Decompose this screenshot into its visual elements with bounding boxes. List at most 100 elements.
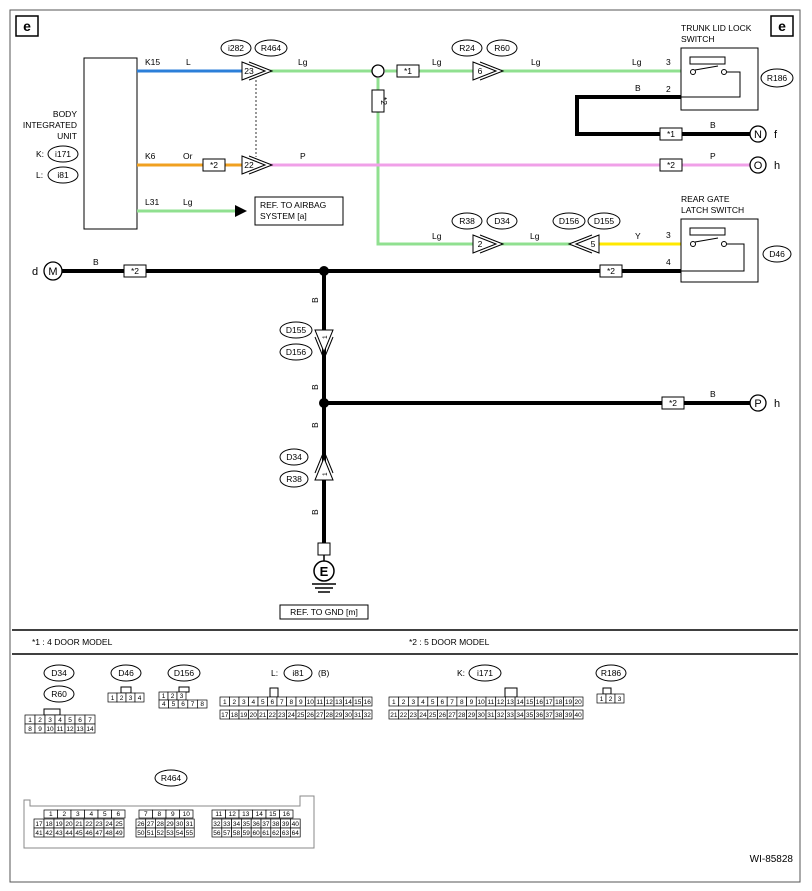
pin-number: 32 [364, 712, 372, 719]
pin-number: 24 [105, 821, 113, 828]
airbag-arrow-icon [235, 205, 247, 217]
svg-text:*2: *2 [607, 266, 615, 276]
tag-v-r38-label: R38 [286, 474, 302, 484]
pin-number: 1 [223, 699, 227, 706]
page-ref-left: e [15, 15, 39, 37]
pin-number: 8 [28, 726, 32, 733]
pin-number: 20 [575, 699, 583, 706]
pin-cell [111, 809, 126, 819]
pin-number: 55 [186, 830, 194, 837]
pinout-tag-d156-label: D156 [174, 668, 195, 678]
junction-dot-1 [319, 266, 329, 276]
pin-number: 2 [402, 699, 406, 706]
i171-key [504, 687, 518, 698]
pin-number: 25 [115, 821, 123, 828]
pin-number: 4 [89, 811, 93, 818]
star-box-1b: *1 [659, 127, 683, 141]
connector-arrow-5 [574, 234, 600, 254]
wire-label-vb1: B [310, 297, 320, 303]
rear-pin-4: 4 [666, 257, 671, 267]
pin-number: 44 [65, 830, 73, 837]
pin-number: 52 [157, 830, 165, 837]
r464-housing [23, 795, 315, 849]
connector-arrow-23-b [248, 61, 274, 81]
svg-text:*1: *1 [667, 129, 675, 139]
star-box-2d: *2 [599, 264, 623, 278]
body-unit-label-1: BODY [53, 109, 77, 119]
ground-connector-block [317, 542, 331, 556]
connector-arrow-v2 [314, 456, 334, 481]
k-connector-label: i171 [55, 149, 71, 159]
l-connector-tag [47, 166, 79, 184]
pin-cell [184, 827, 195, 838]
pin-cell [279, 809, 294, 819]
pin-number: 39 [565, 712, 573, 719]
wire-label-lg-d: Lg [632, 57, 642, 67]
pinout-i81-suffix: (B) [318, 668, 330, 678]
pin-number: 31 [354, 712, 362, 719]
pin-number: 28 [458, 712, 466, 719]
wire-label-vb2: B [310, 384, 320, 390]
wire-label-vb3: B [310, 422, 320, 428]
pin-number: 37 [262, 821, 270, 828]
pin-number: 17 [545, 699, 553, 706]
wire-label-vb4: B [310, 509, 320, 515]
terminal-h-top: O h [749, 156, 780, 174]
rear-switch-lever [694, 237, 719, 243]
pin-number: 7 [280, 699, 284, 706]
pin-cell [572, 696, 584, 707]
pin-number: 5 [172, 701, 176, 708]
airbag-ref-box [254, 196, 344, 226]
pinout-l-prefix: L: [271, 668, 278, 678]
junction-dot-2 [319, 398, 329, 408]
pin-number: 26 [439, 712, 447, 719]
pin-number: 15 [269, 811, 277, 818]
pin-number: 35 [243, 821, 251, 828]
pin-number: 48 [105, 830, 113, 837]
wire-lg-vertical [376, 78, 473, 246]
pin-number: 30 [176, 821, 184, 828]
rear-switch-internal [681, 243, 745, 272]
svg-text:N: N [754, 129, 762, 141]
i81-key [269, 687, 279, 698]
tag-d34 [486, 212, 518, 230]
wire-label-lg-l31: Lg [183, 197, 193, 207]
svg-text:*2: *2 [669, 398, 677, 408]
connector-arrow-6-b [479, 61, 505, 81]
r186-key [602, 687, 612, 695]
tag-r38-label: R38 [459, 216, 475, 226]
l-connector-label: i81 [57, 170, 69, 180]
pin-number: 63 [282, 830, 290, 837]
pin-v1-label: 1 [322, 335, 329, 339]
pin-number: 20 [250, 712, 258, 719]
tag-r38 [451, 212, 483, 230]
pin-number: 7 [450, 699, 454, 706]
pin-number: 47 [95, 830, 103, 837]
pin-number: 2 [120, 695, 124, 702]
pin-number: 53 [166, 830, 174, 837]
connector-arrow-23 [241, 61, 267, 81]
pin-number: 60 [252, 830, 260, 837]
pin-number: 14 [256, 811, 264, 818]
tag-v-d155-label: D155 [286, 325, 307, 335]
tag-v-d34-label: D34 [286, 452, 302, 462]
pin-number: 4 [251, 699, 255, 706]
pin-number: 3 [76, 811, 80, 818]
pin-number: 7 [88, 717, 92, 724]
pin-number: 21 [75, 821, 83, 828]
pinout-tag-i81-label: i81 [292, 668, 304, 678]
pin-number: 18 [231, 712, 239, 719]
pinout-tag-d34-label: D34 [51, 668, 67, 678]
trunk-switch-title-1: TRUNK LID LOCK [681, 23, 752, 33]
pin-number: 1 [392, 699, 396, 706]
star-box-2b: *2 [659, 158, 683, 172]
pin-number: 22 [400, 712, 408, 719]
pin-number: 26 [307, 712, 315, 719]
pin-number: 1 [600, 696, 604, 703]
tag-d156 [552, 212, 586, 230]
airbag-ref-line-1: REF. TO AIRBAG [260, 200, 326, 210]
svg-text:d: d [32, 266, 38, 278]
